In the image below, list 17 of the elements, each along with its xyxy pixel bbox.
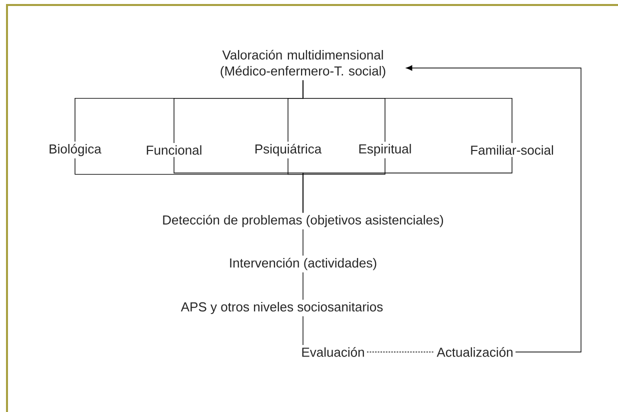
connector-line (302, 156, 512, 214)
category-label: Biológica (50, 144, 102, 156)
step-label: Evaluación (302, 347, 364, 357)
connector-line (302, 316, 304, 346)
step-label: APS y otros niveles sociosanitarios (180, 302, 383, 314)
arrow (406, 65, 582, 352)
category-label: Funcional (146, 145, 202, 155)
heading-text: Valoración multidimensional (Médico-enfermero-T. social) (220, 50, 386, 78)
connector-line (302, 229, 304, 256)
step-label: Intervención (actividades) (230, 258, 376, 270)
connector-line (302, 272, 304, 300)
category-label: Familiar-social (471, 145, 554, 155)
category-label: Psiquiátrica (255, 144, 322, 156)
category-label: Espiritual (359, 144, 411, 156)
step-label: Actualización (436, 347, 512, 357)
step-label: Detección de problemas (objetivos asistenciales) (163, 214, 444, 228)
connector-line (302, 80, 512, 144)
